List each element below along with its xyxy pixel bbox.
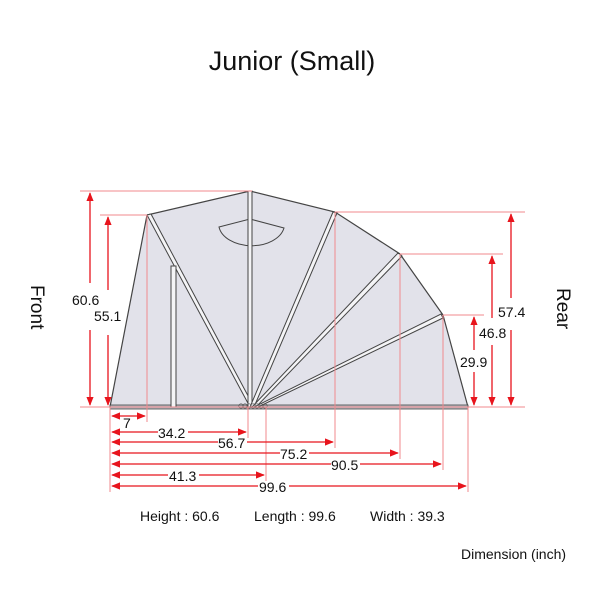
- dim-99-6: 99.6: [259, 479, 286, 495]
- horizontal-dimensions: [111, 412, 467, 490]
- dim-90-5: 90.5: [331, 457, 358, 473]
- vertical-dimensions: [86, 192, 515, 406]
- dim-rear-3: 29.9: [460, 354, 487, 370]
- guide-lines: [80, 190, 525, 492]
- dim-rear-1: 57.4: [498, 304, 525, 320]
- diagram-title: Junior (Small): [208, 46, 376, 76]
- dim-41-3: 41.3: [169, 468, 196, 484]
- unit-note: Dimension (inch): [461, 546, 567, 562]
- dim-56-7: 56.7: [218, 435, 245, 451]
- dim-front-height: 55.1: [94, 308, 121, 324]
- dim-overall-height: 60.6: [72, 292, 99, 308]
- dim-rear-2: 46.8: [479, 325, 506, 341]
- front-label: Front: [26, 285, 47, 330]
- shelter-body: [109, 190, 469, 410]
- dim-75-2: 75.2: [280, 446, 307, 462]
- spec-length: Length : 99.6: [254, 508, 336, 524]
- rear-label: Rear: [552, 288, 573, 330]
- spec-height: Height : 60.6: [140, 508, 220, 524]
- dim-34-2: 34.2: [158, 425, 185, 441]
- dim-7: 7: [123, 415, 131, 431]
- spec-width: Width : 39.3: [370, 508, 445, 524]
